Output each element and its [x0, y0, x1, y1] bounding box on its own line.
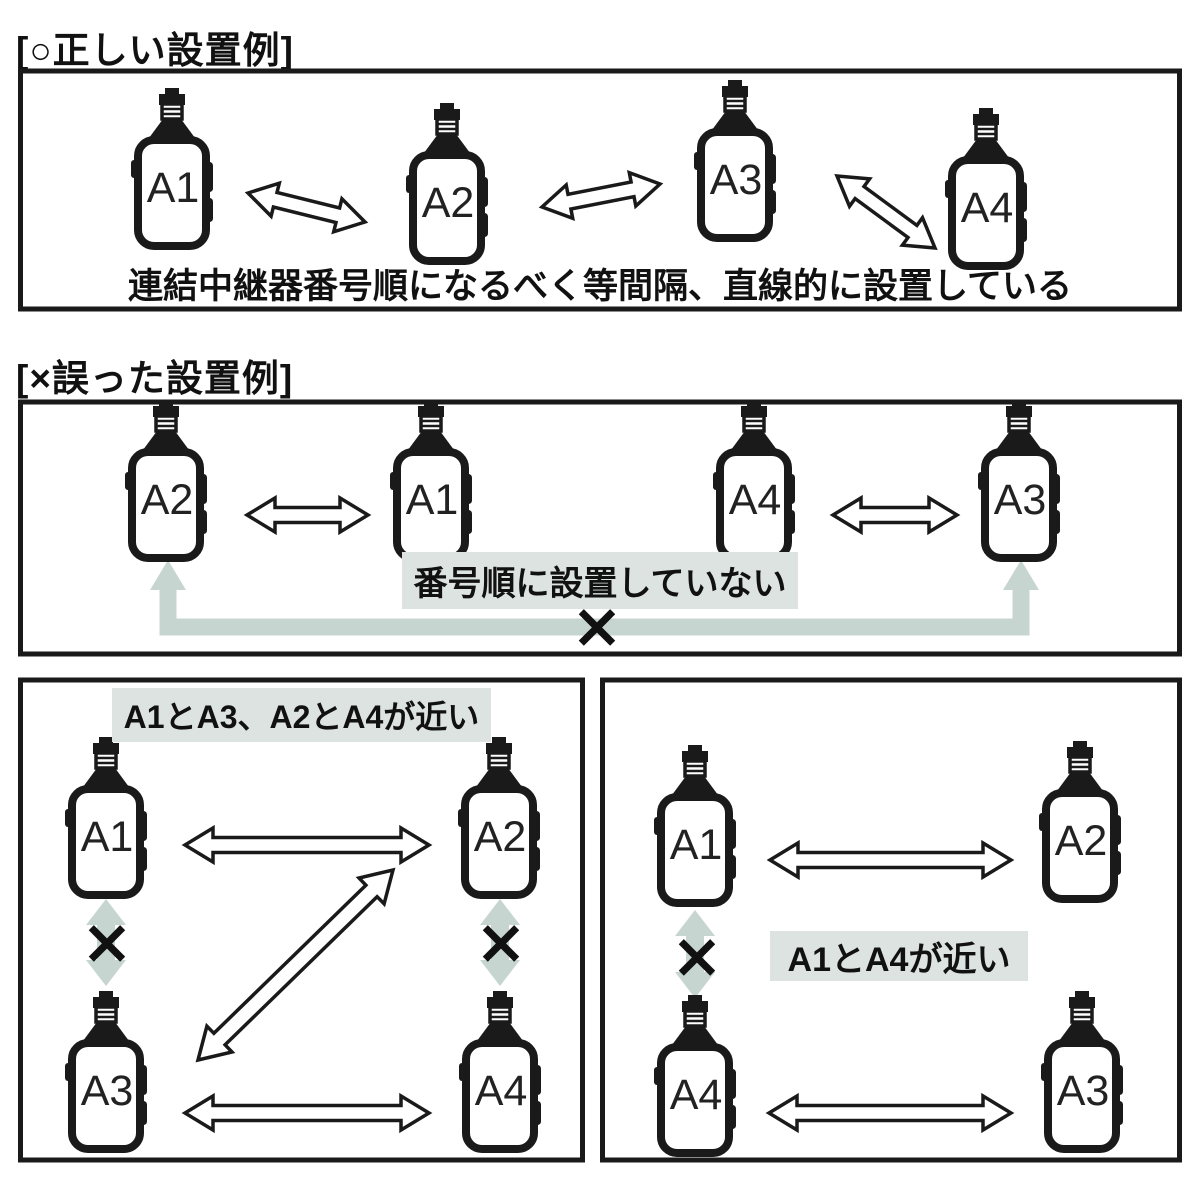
single-close-box	[600, 677, 1182, 1163]
cross-mark-single: ×	[671, 919, 723, 992]
svg-text:A1: A1	[670, 821, 723, 869]
svg-text:A3: A3	[994, 476, 1047, 524]
too-close-arrow-a1-a3	[86, 899, 126, 986]
device-wrong-a3: A3	[978, 400, 1060, 558]
cross-mark-pairs-left: ×	[81, 905, 133, 978]
svg-text:A4: A4	[475, 1067, 528, 1115]
svg-text:A3: A3	[81, 1067, 134, 1115]
wrong-link-arrowhead-right	[1003, 560, 1039, 590]
svg-text:A1: A1	[406, 476, 459, 524]
pairs-close-caption-text: A1とA3、A2とA4が近い	[111, 688, 492, 742]
svg-text:A2: A2	[141, 476, 194, 524]
svg-text:A4: A4	[670, 1071, 723, 1119]
wrong-link-connector	[159, 586, 1030, 636]
svg-text:A1: A1	[81, 813, 134, 861]
svg-text:A4: A4	[729, 476, 782, 524]
too-close-arrow-a2-a4	[480, 899, 520, 986]
link-arrow-a3-a4	[834, 174, 938, 250]
svg-text:A2: A2	[422, 179, 475, 227]
link-arrow-a2-a3	[538, 169, 664, 222]
pairs-close-caption: A1とA3、A2とA4が近い	[20, 688, 583, 742]
link-arrow-pairs-a1-a2	[181, 824, 433, 866]
wrong-order-caption-text: 番号順に設置していない	[401, 552, 799, 609]
svg-text:A3: A3	[710, 156, 763, 204]
link-arrow-single-a4-a3	[765, 1092, 1015, 1134]
svg-text:A3: A3	[1057, 1067, 1110, 1115]
wrong-order-caption: 番号順に設置していない	[20, 552, 1180, 609]
device-single-a4: A4	[654, 995, 736, 1153]
device-pairs-a2: A2	[458, 737, 540, 895]
device-correct-a4: A4	[945, 108, 1027, 266]
device-single-a1: A1	[654, 745, 736, 903]
wrong-link-arrowhead-left	[150, 560, 186, 590]
device-correct-a2: A2	[406, 103, 488, 261]
device-correct-a1: A1	[131, 88, 213, 246]
single-close-caption: A1とA4が近い	[770, 931, 1028, 981]
link-arrow-a1-a2	[244, 180, 369, 235]
correct-section-heading: [○正しい設置例]	[16, 30, 294, 71]
pairs-close-box	[18, 677, 585, 1163]
device-correct-a3: A3	[694, 80, 776, 238]
device-pairs-a3: A3	[65, 991, 147, 1149]
link-arrow-pairs-a3-a2-diagonal	[195, 867, 396, 1063]
svg-text:A1: A1	[147, 164, 200, 212]
svg-text:A2: A2	[474, 813, 527, 861]
device-pairs-a4: A4	[459, 991, 541, 1149]
device-wrong-a4: A4	[713, 400, 795, 558]
device-wrong-a2: A2	[125, 400, 207, 558]
cross-mark-pairs-right: ×	[475, 905, 527, 978]
link-arrow-a4-a3	[829, 494, 961, 536]
wrong-order-box	[18, 399, 1182, 657]
device-single-a3: A3	[1041, 991, 1123, 1149]
link-arrow-single-a1-a2	[766, 839, 1015, 881]
correct-caption: 連結中継器番号順になるべく等間隔、直線的に設置している	[128, 267, 1072, 306]
link-arrow-a2-a1	[243, 494, 372, 536]
device-pairs-a1: A1	[65, 737, 147, 895]
too-close-arrow-a1-a4	[675, 910, 715, 998]
wrong-section-heading: [×誤った設置例]	[16, 358, 294, 399]
svg-text:A2: A2	[1055, 817, 1108, 865]
device-wrong-a1: A1	[390, 400, 472, 558]
device-single-a2: A2	[1039, 741, 1121, 899]
correct-example-box	[18, 68, 1182, 312]
link-arrow-pairs-a3-a4	[181, 1092, 433, 1134]
svg-text:A4: A4	[961, 184, 1014, 232]
